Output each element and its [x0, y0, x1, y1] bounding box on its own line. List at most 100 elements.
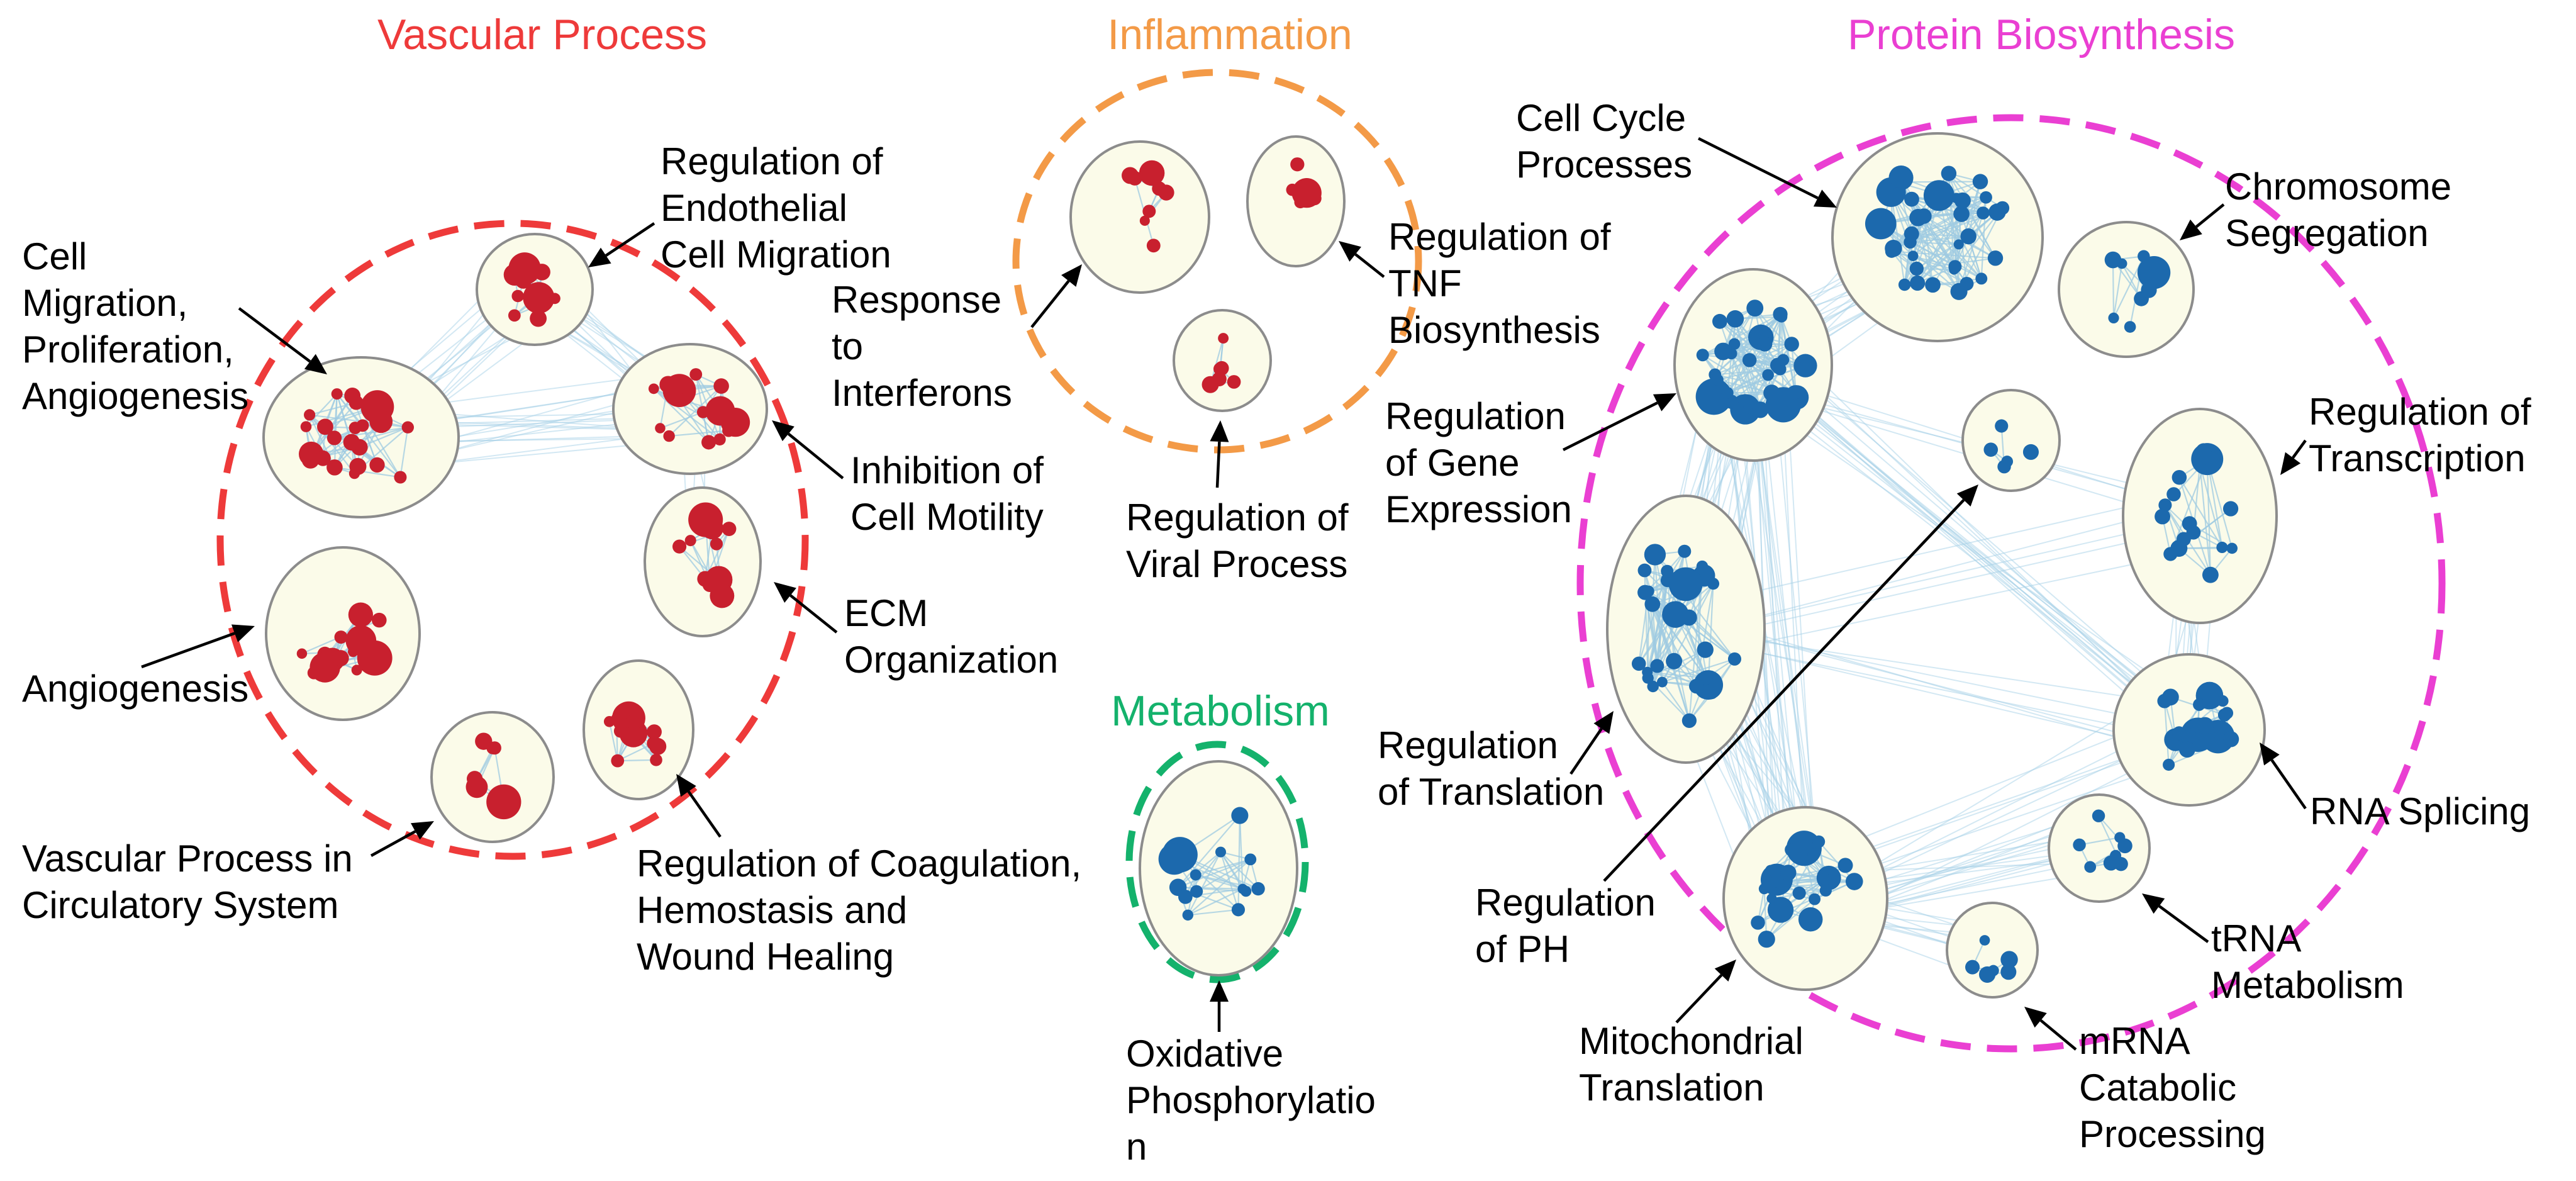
- nodes-trna: [2073, 809, 2133, 873]
- node: [1751, 915, 1765, 930]
- node: [1689, 678, 1704, 694]
- edge: [1707, 583, 1714, 685]
- node: [1885, 240, 1902, 257]
- edge: [1727, 313, 1781, 393]
- node: [326, 459, 343, 476]
- node: [611, 713, 622, 724]
- node: [2022, 444, 2039, 460]
- edge: [2206, 459, 2211, 575]
- edge: [2199, 464, 2223, 548]
- node: [1668, 567, 1703, 602]
- edge: [1766, 854, 1815, 940]
- node: [1706, 688, 1718, 700]
- node: [1960, 228, 1977, 245]
- node: [355, 630, 369, 645]
- node: [371, 612, 387, 628]
- edge: [309, 401, 357, 416]
- node: [343, 434, 360, 451]
- node: [1798, 907, 1823, 932]
- node: [1728, 338, 1741, 350]
- node: [1642, 672, 1654, 684]
- arrow-transcription: [2280, 439, 2307, 475]
- node: [334, 630, 348, 644]
- node: [1965, 960, 1980, 975]
- node: [348, 467, 360, 479]
- node: [710, 583, 735, 608]
- node: [296, 648, 308, 659]
- node: [1780, 865, 1797, 881]
- node: [304, 409, 316, 421]
- node: [1661, 564, 1674, 578]
- label-rna-splicing: RNA Splicing: [2310, 790, 2530, 832]
- nodes-endothelial-migration: [503, 252, 560, 327]
- arrow-oxphos: [1210, 980, 1229, 1032]
- edge: [1195, 874, 1243, 890]
- node: [357, 640, 393, 676]
- node: [1681, 713, 1697, 728]
- arrow-translation: [1570, 711, 1614, 775]
- node: [1975, 272, 1988, 285]
- node: [1953, 239, 1964, 250]
- node: [1727, 652, 1742, 666]
- node: [1775, 311, 1788, 323]
- edge: [1661, 681, 1690, 721]
- nodes-interferons: [1122, 160, 1174, 253]
- node: [1656, 676, 1668, 688]
- node: [515, 272, 532, 289]
- node: [1244, 853, 1257, 866]
- node: [1139, 160, 1165, 186]
- node: [684, 535, 696, 547]
- edge: [1818, 841, 1855, 882]
- node: [1762, 369, 1774, 381]
- node: [2172, 726, 2186, 741]
- cross-edge: [1842, 758, 2187, 878]
- node: [1983, 442, 1999, 457]
- cluster-interferons: [1069, 140, 1210, 294]
- node: [2163, 547, 2178, 561]
- node: [649, 737, 667, 755]
- edge: [1187, 859, 1251, 916]
- node: [1979, 966, 1996, 983]
- node: [1766, 893, 1777, 904]
- node: [1792, 886, 1806, 900]
- node: [2000, 951, 2018, 968]
- edge: [2178, 477, 2223, 548]
- node: [1251, 882, 1265, 896]
- arrow-mrna: [2024, 1007, 2077, 1051]
- edge: [1766, 898, 1815, 940]
- edge: [679, 399, 710, 443]
- node: [655, 423, 666, 434]
- nodes-rna-splicing: [2157, 681, 2239, 771]
- node: [301, 451, 320, 469]
- node: [1212, 371, 1227, 387]
- node: [625, 725, 642, 742]
- node: [1752, 401, 1769, 418]
- edge: [1717, 379, 1772, 394]
- cross-edge: [1683, 515, 2207, 636]
- edge: [1662, 658, 1735, 683]
- nodes-vascular-circulatory: [466, 732, 521, 820]
- edge: [2112, 263, 2123, 318]
- edge: [1891, 250, 1956, 267]
- node: [2217, 695, 2229, 707]
- arrow-endothelial-migration: [588, 222, 655, 267]
- node: [1290, 157, 1305, 172]
- node: [331, 388, 343, 400]
- node: [2000, 964, 2017, 980]
- metabolism-group-boundary: [1125, 741, 1309, 983]
- node: [1784, 337, 1799, 352]
- node: [1158, 843, 1190, 875]
- node: [348, 422, 362, 435]
- arrow-trna: [2142, 893, 2209, 943]
- edge: [1187, 851, 1222, 915]
- node: [1721, 386, 1734, 399]
- cross-edge: [1751, 359, 2180, 732]
- vascular-group-boundary: [216, 220, 809, 860]
- node: [1865, 208, 1897, 240]
- nodes-inhibition-motility: [648, 368, 750, 450]
- node: [1142, 204, 1156, 218]
- node: [486, 784, 521, 820]
